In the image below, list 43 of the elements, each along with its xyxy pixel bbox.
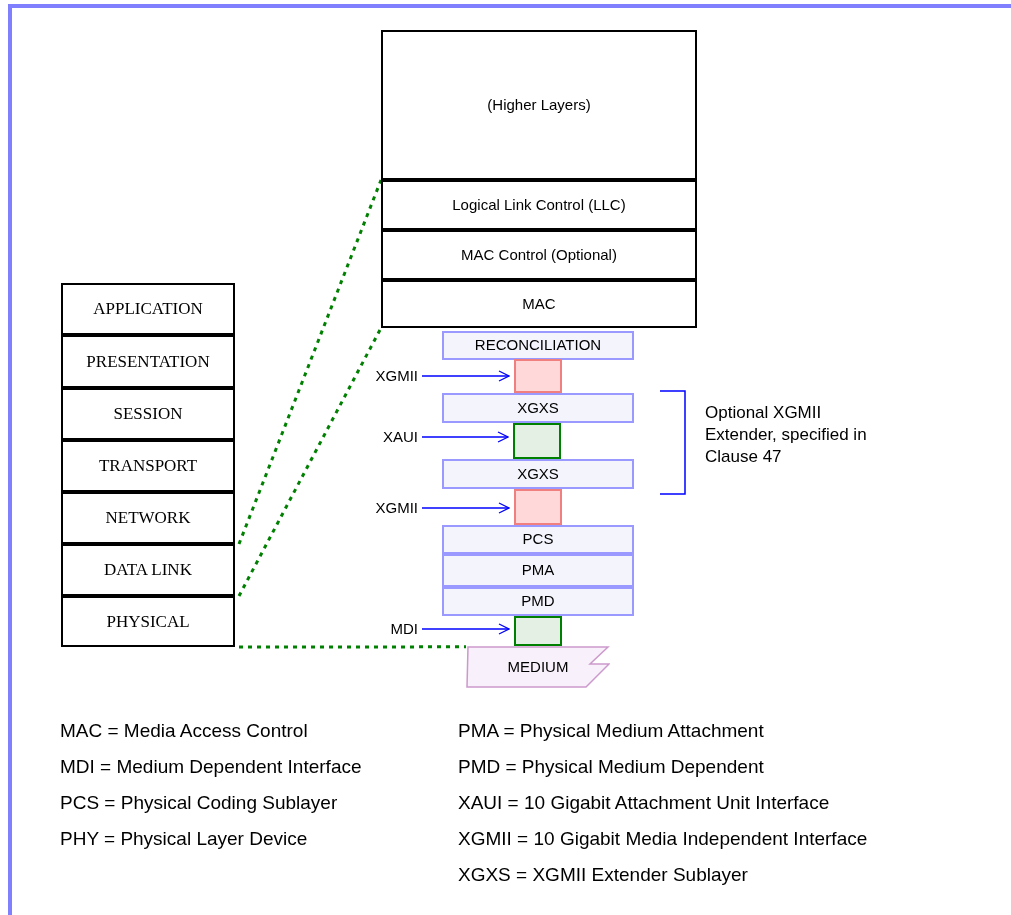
- layer-box: MAC Control (Optional): [381, 230, 697, 280]
- interface-label: XGMII: [350, 498, 418, 518]
- osi-layer-box: TRANSPORT: [61, 440, 235, 492]
- interface-label: XGMII: [350, 366, 418, 386]
- abbreviation-definition: MDI = Medium Dependent Interface: [60, 755, 362, 779]
- abbreviation-definition: PMD = Physical Medium Dependent: [458, 755, 764, 779]
- sublayer-box: PCS: [442, 525, 634, 554]
- interface-box: [514, 616, 562, 646]
- dashed-connector: [237, 327, 383, 597]
- abbreviation-definition: PCS = Physical Coding Sublayer: [60, 791, 338, 815]
- osi-layer-box: APPLICATION: [61, 283, 235, 335]
- interface-box: [514, 489, 562, 525]
- abbreviation-definition: PMA = Physical Medium Attachment: [458, 719, 764, 743]
- abbreviation-definition: XAUI = 10 Gigabit Attachment Unit Interface: [458, 791, 830, 815]
- arrow: [421, 502, 510, 514]
- arrow: [421, 370, 510, 382]
- sublayer-box: RECONCILIATION: [442, 331, 634, 360]
- interface-label: MDI: [350, 619, 418, 639]
- osi-layer-box: PHYSICAL: [61, 596, 235, 647]
- sublayer-box: PMD: [442, 587, 634, 616]
- medium-shape: MEDIUM: [466, 646, 610, 688]
- layer-box: (Higher Layers): [381, 30, 697, 180]
- interface-box: [514, 359, 562, 393]
- abbreviation-definition: XGMII = 10 Gigabit Media Independent Interface: [458, 827, 868, 851]
- abbreviation-definition: MAC = Media Access Control: [60, 719, 308, 743]
- osi-layer-box: NETWORK: [61, 492, 235, 544]
- arrow: [421, 623, 510, 635]
- sublayer-box: XGXS: [442, 459, 634, 489]
- sublayer-box: XGXS: [442, 393, 634, 423]
- osi-layer-box: PRESENTATION: [61, 335, 235, 388]
- abbreviation-definition: PHY = Physical Layer Device: [60, 827, 308, 851]
- note-text: Optional XGMII Extender, specified in Clause 47: [705, 402, 868, 468]
- interface-label: XAUI: [350, 427, 418, 447]
- layer-box: Logical Link Control (LLC): [381, 180, 697, 230]
- dashed-connector: [239, 645, 466, 649]
- osi-layer-box: SESSION: [61, 388, 235, 440]
- interface-box: [513, 423, 561, 459]
- dashed-connector: [237, 179, 383, 545]
- abbreviation-definition: XGXS = XGMII Extender Sublayer: [458, 863, 748, 887]
- layer-box: MAC: [381, 280, 697, 328]
- osi-layer-box: DATA LINK: [61, 544, 235, 596]
- arrow: [421, 431, 509, 443]
- sublayer-box: PMA: [442, 554, 634, 587]
